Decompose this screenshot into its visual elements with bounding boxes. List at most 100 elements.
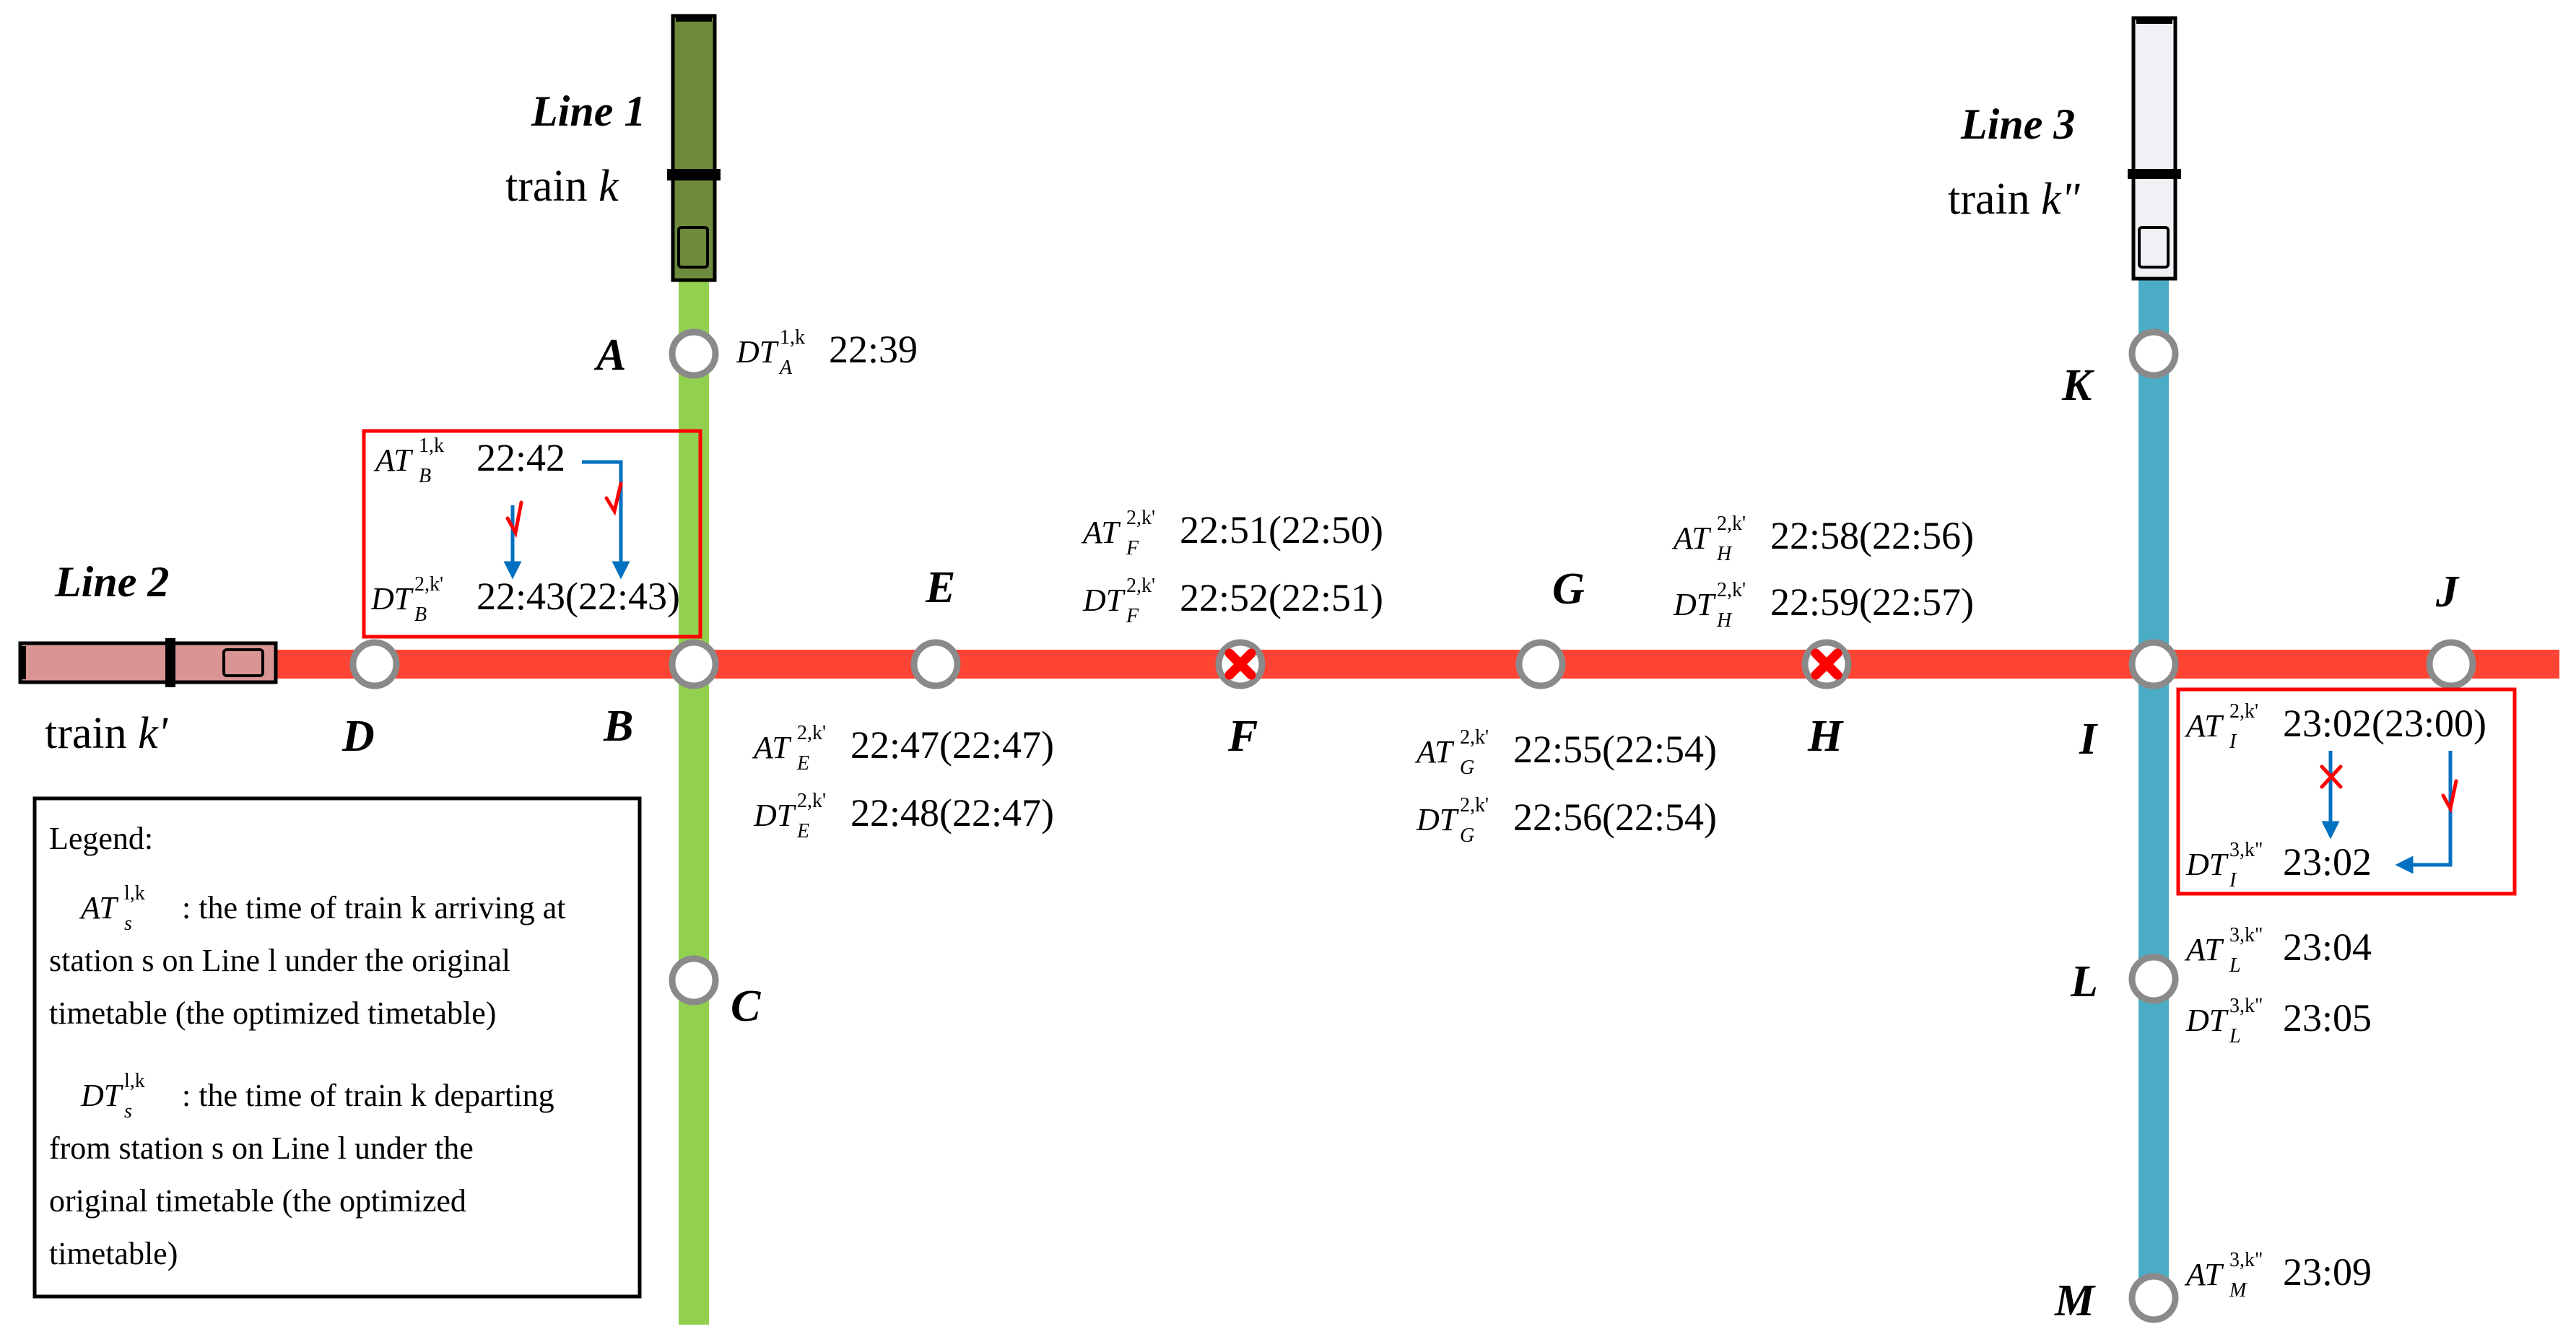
time-symbol-L_at-sup: 3,k" [2229, 924, 2263, 946]
time-symbol-M_at-sub: M [2229, 1279, 2248, 1302]
time-symbol-E_dt-sup: 2,k' [797, 790, 826, 812]
time-symbol-G_at-base: AT [1414, 734, 1455, 770]
station-L [2128, 954, 2179, 1004]
time-symbol-G_at-sup: 2,k' [1460, 726, 1489, 749]
station-label-I: I [2079, 715, 2098, 764]
time-symbol-H_dt-sup: 2,k' [1717, 579, 1746, 601]
check-mark-I [2441, 779, 2458, 814]
time-symbol-G_dt-sup: 2,k' [1460, 794, 1489, 816]
legend-dt-line-3: timetable) [49, 1236, 178, 1271]
time-symbol-I_at-base: AT [2184, 708, 2224, 744]
legend-dt-line-1: from station s on Line l under the [49, 1130, 474, 1166]
station-label-B: B [603, 702, 633, 751]
line-1-label: Line 1 [531, 87, 645, 135]
time-value-E_at: 22:47(22:47) [850, 723, 1054, 767]
time-symbol-H_at-base: AT [1671, 520, 1712, 556]
station-label-L: L [2070, 957, 2098, 1006]
station-label-G: G [1552, 565, 1585, 614]
line-1-train-label: train k [505, 162, 619, 211]
line-1-train [667, 14, 721, 282]
legend-at-symbol-sup: l,k [124, 882, 145, 905]
legend-at-symbol-base: AT [79, 890, 119, 925]
time-symbol-I_at-sup: 2,k' [2229, 700, 2258, 723]
station-label-F: F [1227, 712, 1258, 761]
line-2-train-label: train k' [45, 709, 169, 758]
time-symbol-A_dt-base: DT [736, 334, 780, 370]
station-C [669, 955, 719, 1006]
time-symbol-G_dt-sub: G [1460, 824, 1474, 847]
time-symbol-B_at-sup: 1,k [419, 435, 444, 457]
time-symbol-H_dt-base: DT [1673, 587, 1717, 622]
time-symbol-L_at-sub: L [2229, 954, 2241, 977]
time-value-H_at: 22:58(22:56) [1770, 514, 1974, 557]
legend-box [32, 796, 642, 1299]
time-symbol-L_dt-sup: 3,k" [2229, 995, 2263, 1017]
legend-at-line-1: station s on Line l under the original [49, 943, 510, 978]
station-label-E: E [925, 563, 955, 612]
station-label-K: K [2061, 361, 2094, 410]
time-symbol-M_at-base: AT [2184, 1257, 2224, 1292]
legend-at-line-2: timetable (the optimized timetable) [49, 995, 496, 1031]
time-symbol-I_dt-sup: 3,k" [2229, 839, 2263, 861]
time-value-A_dt: 22:39 [829, 328, 918, 371]
line-3-train-label: train k" [1948, 175, 2081, 224]
time-value-G_at: 22:55(22:54) [1513, 728, 1717, 771]
station-M [2128, 1273, 2179, 1323]
time-symbol-B_dt-sub: B [414, 604, 427, 626]
legend-dt-symbol-sup: l,k [124, 1070, 145, 1092]
time-symbol-H_dt-sub: H [1716, 609, 1733, 632]
station-label-H: H [1807, 712, 1844, 761]
time-symbol-E_at-sup: 2,k' [797, 722, 826, 744]
time-symbol-A_dt-sup: 1,k [780, 326, 805, 349]
station-label-J: J [2435, 567, 2460, 616]
time-symbol-E_at-sub: E [796, 752, 809, 775]
time-value-E_dt: 22:48(22:47) [850, 791, 1054, 835]
time-symbol-F_at-sup: 2,k' [1126, 507, 1155, 529]
station-G [1515, 639, 1566, 689]
legend-dt-line-2: original timetable (the optimized [49, 1183, 466, 1219]
time-value-L_at: 23:04 [2283, 925, 2372, 969]
station-label-A: A [593, 331, 626, 380]
skip-mark-F [1224, 648, 1256, 680]
station-B [669, 639, 719, 689]
stations [349, 328, 2476, 1323]
line-2-label: Line 2 [54, 558, 169, 606]
check-marks-B [505, 482, 623, 539]
line-3-train [2128, 16, 2181, 281]
time-value-M_at: 23:09 [2283, 1250, 2372, 1294]
line-3-label: Line 3 [1960, 100, 2075, 148]
line-3-track [2138, 274, 2169, 1310]
station-D [349, 639, 400, 689]
time-symbol-F_at-sub: F [1126, 537, 1139, 559]
line-2-track [267, 650, 2559, 679]
time-symbol-E_at-base: AT [752, 730, 792, 765]
time-symbol-F_dt-base: DT [1082, 583, 1126, 618]
reject-mark-I [2320, 764, 2343, 789]
time-symbol-B_dt-base: DT [370, 581, 414, 616]
time-value-G_dt: 22:56(22:54) [1513, 796, 1717, 839]
time-value-L_dt: 23:05 [2283, 996, 2372, 1040]
time-symbol-H_at-sub: H [1716, 543, 1733, 565]
time-symbol-I_at-sub: I [2229, 731, 2237, 753]
time-symbol-B_at-base: AT [373, 443, 414, 478]
transfer-arrows-I [2321, 751, 2453, 874]
time-symbol-E_dt-sub: E [796, 820, 809, 842]
time-symbol-H_at-sup: 2,k' [1717, 513, 1746, 535]
station-J [2426, 639, 2476, 689]
legend-dt-line-0: : the time of train k departing [182, 1078, 554, 1113]
